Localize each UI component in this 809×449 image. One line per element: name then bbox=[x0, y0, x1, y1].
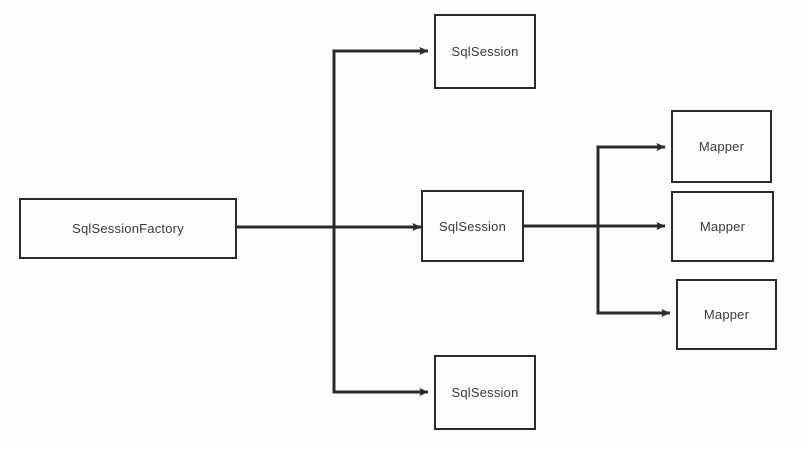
node-mapper-top[interactable]: Mapper bbox=[671, 110, 772, 183]
node-label-sql-session-factory: SqlSessionFactory bbox=[72, 221, 184, 236]
node-label-mapper-middle: Mapper bbox=[699, 219, 746, 234]
node-sql-session-middle[interactable]: SqlSession bbox=[421, 190, 524, 262]
node-label-mapper-bottom: Mapper bbox=[703, 307, 750, 322]
node-sql-session-top[interactable]: SqlSession bbox=[434, 14, 536, 89]
connector-session-to-mapper-bottom bbox=[596, 226, 671, 317]
node-sql-session-bottom[interactable]: SqlSession bbox=[434, 355, 536, 430]
connector-factory-to-session-top bbox=[332, 47, 429, 227]
connector-factory-to-session-bottom bbox=[332, 227, 429, 396]
node-label-mapper-top: Mapper bbox=[698, 139, 745, 154]
node-mapper-bottom[interactable]: Mapper bbox=[676, 279, 777, 350]
node-label-sql-session-top: SqlSession bbox=[451, 44, 519, 59]
node-label-sql-session-middle: SqlSession bbox=[438, 218, 507, 234]
node-sql-session-factory[interactable]: SqlSessionFactory bbox=[19, 198, 237, 259]
node-mapper-middle[interactable]: Mapper bbox=[671, 191, 774, 262]
node-label-sql-session-bottom: SqlSession bbox=[451, 385, 519, 400]
connector-session-to-mapper-top bbox=[596, 143, 666, 226]
